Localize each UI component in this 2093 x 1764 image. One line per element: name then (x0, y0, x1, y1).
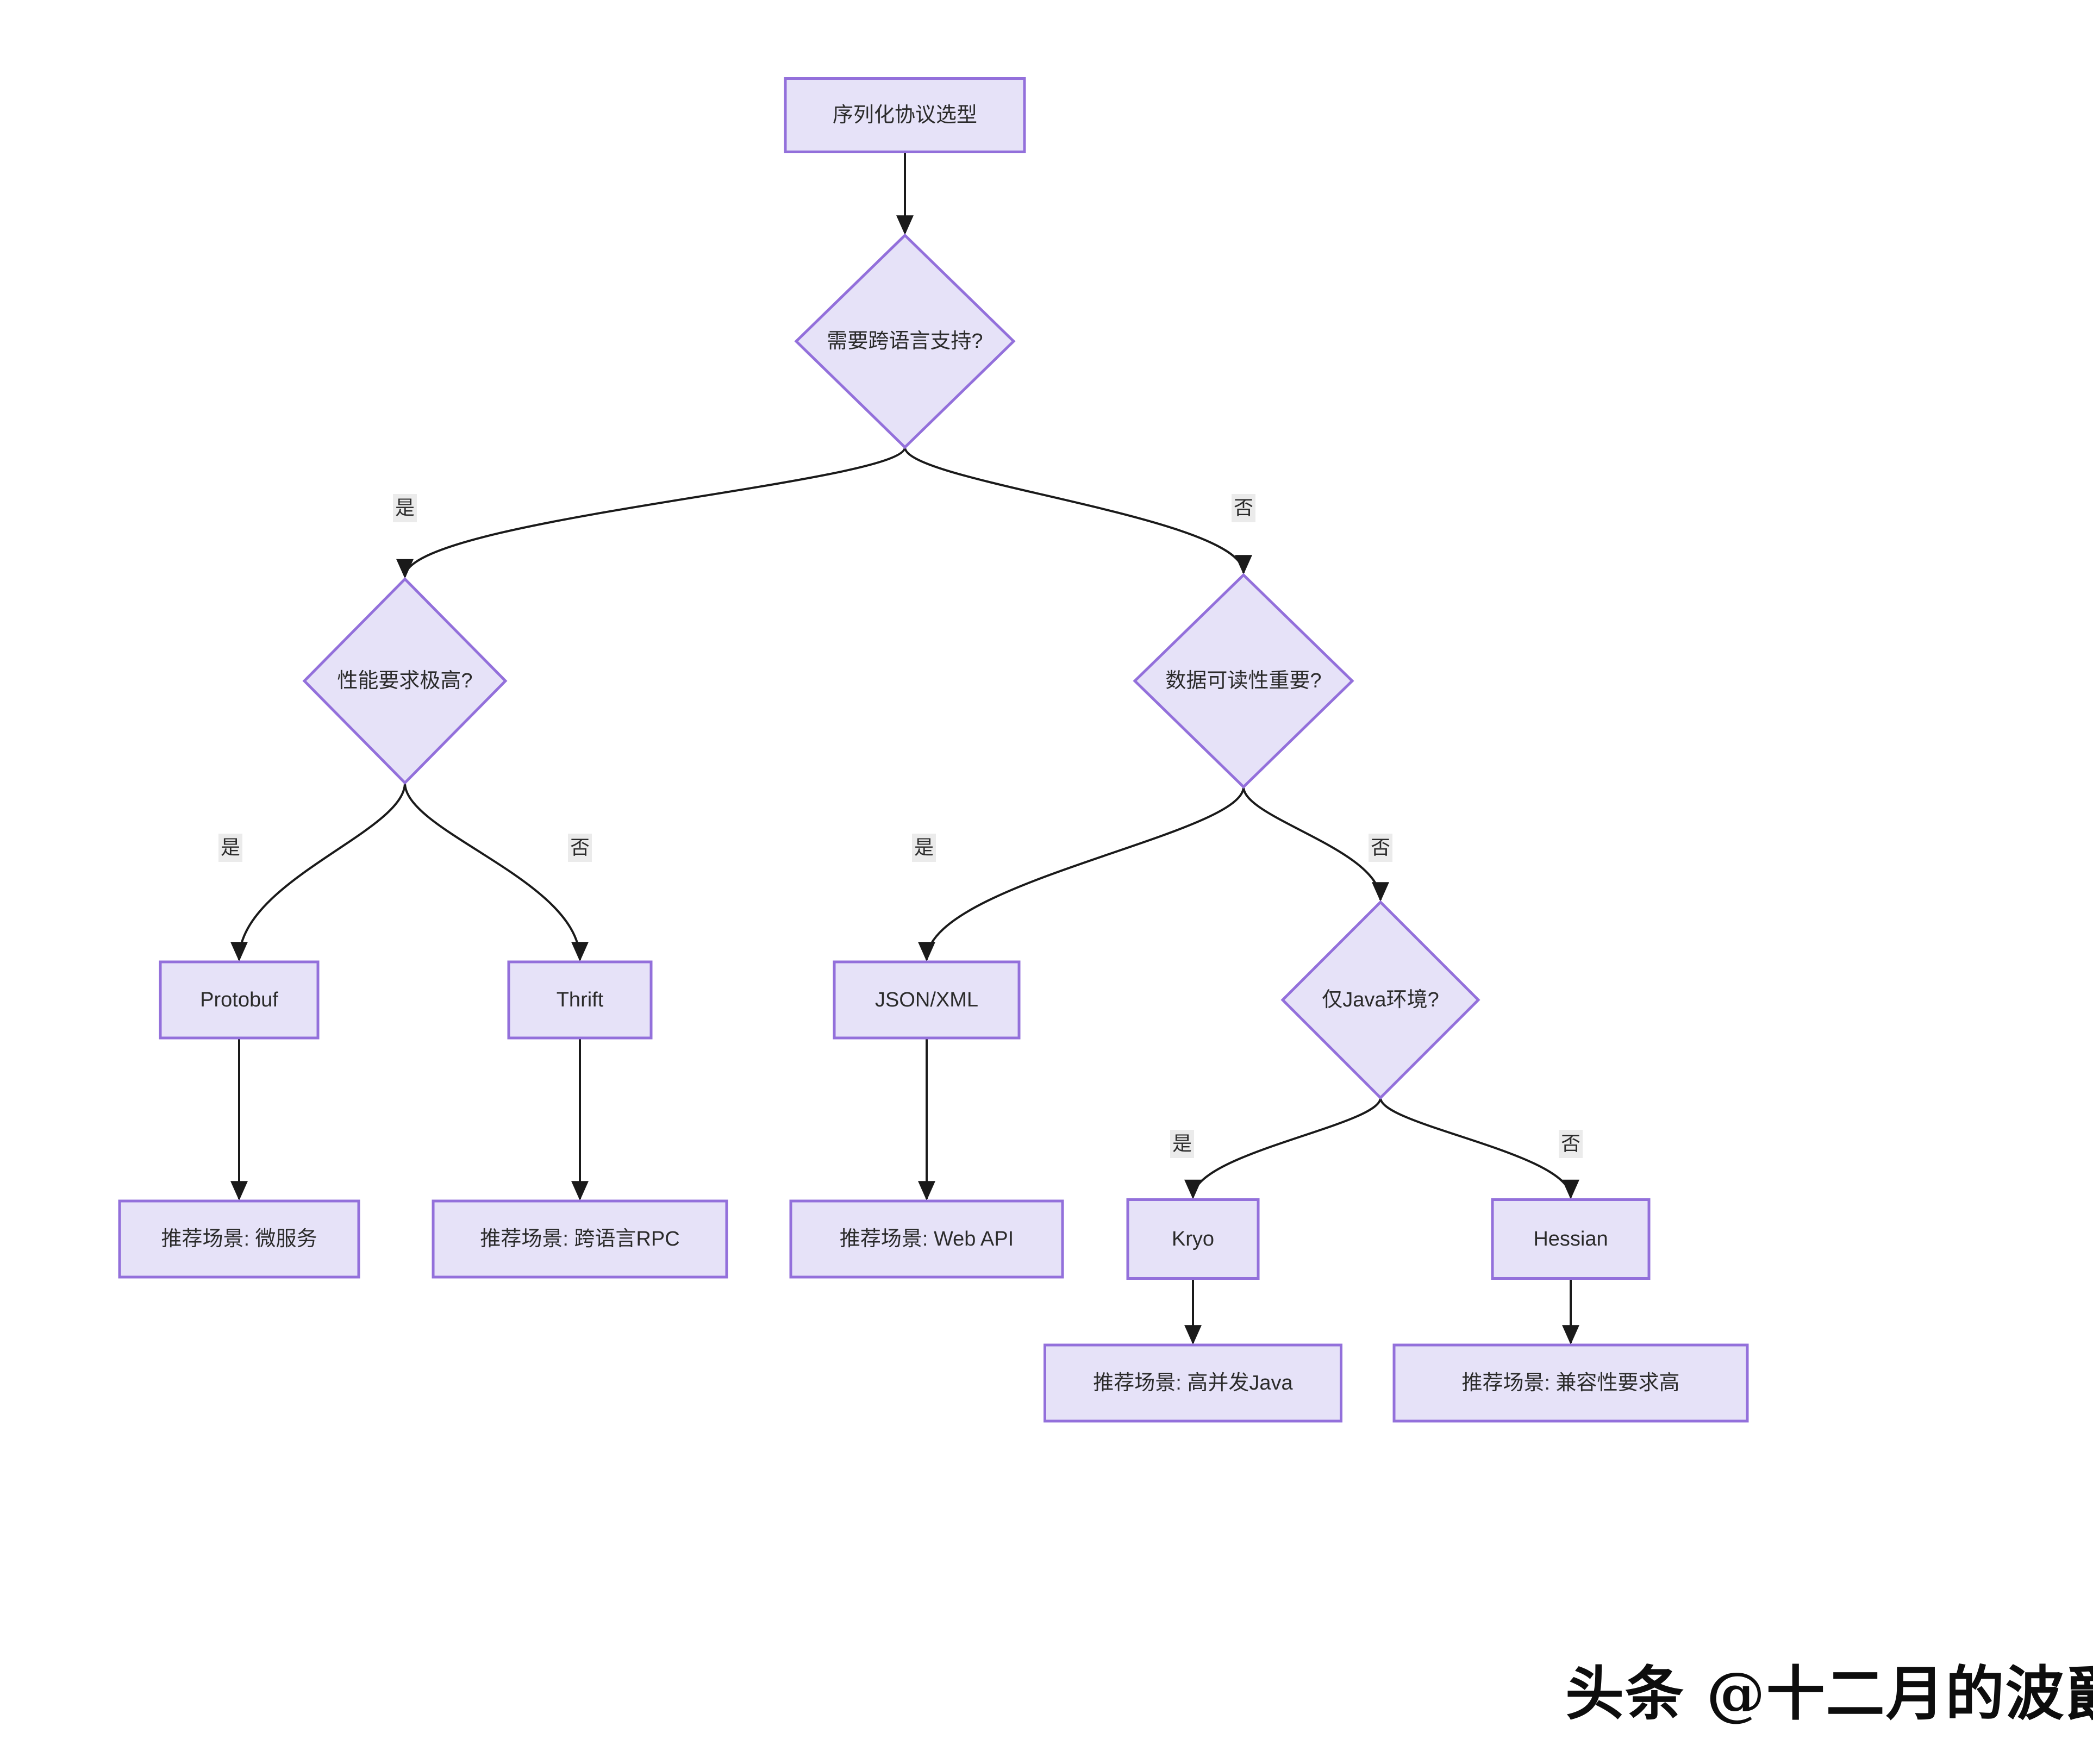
edge-d_cross-to-d_readable (904, 447, 1252, 575)
process-box[interactable] (159, 960, 320, 1040)
edge-label-background (1369, 834, 1392, 862)
node-label: 推荐场景: 高并发Java (1093, 1372, 1293, 1394)
edge-d_javaonly-to-n_kryo (1184, 1097, 1382, 1199)
node-label: 推荐场景: Web API (840, 1228, 1014, 1250)
edge-d_perf-to-n_protobuf (230, 783, 406, 962)
node-r_rpc[interactable]: 推荐场景: 跨语言RPC (432, 1199, 728, 1279)
edge-label-d_javaonly-to-n_kryo: 是 (1170, 1130, 1194, 1158)
edge-label-d_javaonly-to-n_hessian: 否 (1559, 1130, 1583, 1158)
node-d_javaonly[interactable]: 仅Java环境? (1280, 900, 1480, 1100)
edge-label-text: 是 (1172, 1133, 1192, 1155)
edge-label-d_readable-to-d_javaonly: 否 (1369, 834, 1392, 862)
process-box[interactable] (507, 960, 653, 1040)
edge-label-d_cross-to-d_readable: 否 (1232, 494, 1255, 522)
edge-d_readable-to-n_jsonxml (918, 786, 1245, 962)
edge-label-text: 是 (221, 836, 240, 859)
edge-label-text: 否 (570, 836, 590, 859)
node-label: 数据可读性重要? (1165, 670, 1321, 692)
node-label: 推荐场景: 微服务 (161, 1228, 317, 1250)
node-n_jsonxml[interactable]: JSON/XML (833, 960, 1021, 1040)
node-root[interactable]: 序列化协议选型 (784, 77, 1026, 153)
node-n_hessian[interactable]: Hessian (1491, 1198, 1651, 1280)
edge-d_readable-to-d_javaonly (1242, 786, 1389, 902)
edge-label-text: 否 (1561, 1133, 1580, 1155)
decision-diamond[interactable] (302, 577, 508, 785)
edge-label-background (1559, 1130, 1583, 1158)
process-box[interactable] (1044, 1343, 1342, 1423)
edge-label-background (218, 834, 242, 862)
node-d_cross[interactable]: 需要跨语言支持? (794, 233, 1016, 449)
node-r_webapi[interactable]: 推荐场景: Web API (789, 1199, 1064, 1279)
node-label: 推荐场景: 跨语言RPC (480, 1228, 679, 1250)
process-box[interactable] (784, 77, 1026, 153)
edge-label-background (1170, 1130, 1194, 1158)
process-box[interactable] (1392, 1343, 1749, 1423)
node-label: JSON/XML (875, 989, 978, 1011)
edge-label-text: 是 (395, 497, 415, 519)
edge-label-background (912, 834, 936, 862)
process-box[interactable] (789, 1199, 1064, 1279)
edge-d_perf-to-n_thrift (404, 783, 589, 962)
decision-diamond[interactable] (1280, 900, 1480, 1100)
process-box[interactable] (1126, 1198, 1260, 1280)
edge-labels-layer: 是否是否是否是否 (218, 494, 1583, 1158)
node-d_perf[interactable]: 性能要求极高? (302, 577, 508, 785)
edge-label-text: 否 (1234, 497, 1253, 519)
edges-layer (230, 152, 1579, 1345)
edge-label-d_readable-to-n_jsonxml: 是 (912, 834, 936, 862)
edge-label-d_perf-to-n_thrift: 否 (568, 834, 592, 862)
node-label: Protobuf (200, 989, 278, 1011)
node-d_readable[interactable]: 数据可读性重要? (1133, 573, 1354, 789)
node-label: Hessian (1533, 1228, 1608, 1250)
edge-label-text: 是 (914, 836, 934, 859)
node-label: 推荐场景: 兼容性要求高 (1461, 1372, 1679, 1394)
node-r_compat[interactable]: 推荐场景: 兼容性要求高 (1392, 1343, 1749, 1423)
process-box[interactable] (432, 1199, 728, 1279)
node-n_protobuf[interactable]: Protobuf (159, 960, 320, 1040)
edge-label-background (393, 494, 417, 522)
node-label: Thrift (557, 989, 604, 1011)
decision-diamond[interactable] (794, 233, 1016, 449)
decision-diamond[interactable] (1133, 573, 1354, 789)
edge-d_javaonly-to-n_hessian (1379, 1097, 1579, 1199)
node-r_highconc[interactable]: 推荐场景: 高并发Java (1044, 1343, 1342, 1423)
edge-d_cross-to-d_perf (396, 447, 906, 579)
node-label: 需要跨语言支持? (827, 330, 983, 353)
edge-label-background (1232, 494, 1255, 522)
node-n_kryo[interactable]: Kryo (1126, 1198, 1260, 1280)
node-label: 仅Java环境? (1322, 989, 1439, 1011)
node-r_micro[interactable]: 推荐场景: 微服务 (118, 1199, 360, 1279)
edge-label-text: 否 (1371, 836, 1390, 859)
node-n_thrift[interactable]: Thrift (507, 960, 653, 1040)
node-label: Kryo (1172, 1228, 1214, 1250)
node-label: 性能要求极高? (337, 670, 472, 692)
process-box[interactable] (833, 960, 1021, 1040)
process-box[interactable] (1491, 1198, 1651, 1280)
edge-label-d_cross-to-d_perf: 是 (393, 494, 417, 522)
edge-label-d_perf-to-n_protobuf: 是 (218, 834, 242, 862)
node-label: 序列化协议选型 (833, 104, 977, 127)
process-box[interactable] (118, 1199, 360, 1279)
watermark: 头条 @十二月的波爵 (1565, 1660, 2093, 1728)
edge-label-background (568, 834, 592, 862)
